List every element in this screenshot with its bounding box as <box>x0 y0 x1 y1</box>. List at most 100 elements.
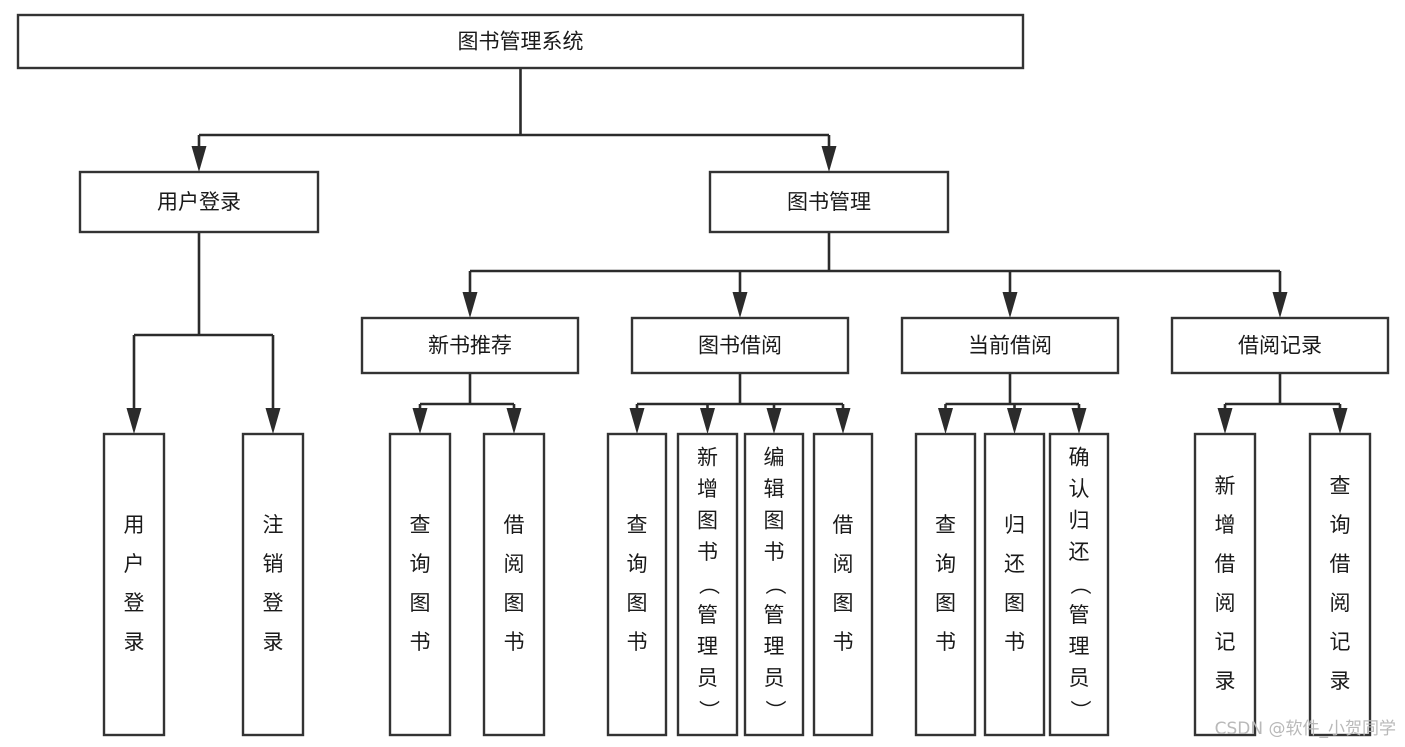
node-box[interactable] <box>1308 432 1372 737</box>
node-box[interactable] <box>102 432 166 737</box>
node-label-char: 查 <box>935 513 956 537</box>
connector-group-book-borrow <box>629 373 851 434</box>
node-book-manage[interactable]: 图书管理 <box>708 170 950 234</box>
connector-arrowhead <box>629 408 645 434</box>
node-label-char: 录 <box>263 630 284 654</box>
node-label-char: 图 <box>1004 591 1025 615</box>
node-label-char: 借 <box>833 513 854 537</box>
node-label-char: 录 <box>1330 669 1351 693</box>
node-root[interactable]: 图书管理系统 <box>16 13 1025 70</box>
node-box[interactable] <box>983 432 1046 737</box>
connector-arrowhead <box>732 292 748 318</box>
connector-arrowhead <box>265 408 281 434</box>
node-label-char: 记 <box>1215 630 1236 654</box>
node-box[interactable] <box>388 432 452 737</box>
node-box[interactable] <box>676 432 739 737</box>
node-label-char: 辑 <box>764 477 785 501</box>
connector-arrowhead <box>700 408 715 434</box>
watermark: CSDN @软件_小贺同学 <box>1215 719 1396 739</box>
node-label: 用户登录 <box>157 190 241 214</box>
node-label-char: 新 <box>1215 474 1236 498</box>
node-label-char: 员 <box>1069 666 1090 690</box>
connector-arrowhead <box>835 408 851 434</box>
node-label-char: 图 <box>697 509 718 533</box>
node-book-borrow[interactable]: 图书借阅 <box>630 316 850 375</box>
connector-arrowhead <box>1071 408 1087 434</box>
node-label-char: 图 <box>935 591 956 615</box>
node-label-char: 图 <box>833 591 854 615</box>
node-label-char: 管 <box>697 603 718 627</box>
node-box[interactable] <box>1170 316 1390 375</box>
node-label-char: 员 <box>764 666 785 690</box>
connector-group-user-login <box>126 232 281 434</box>
node-leaf-user-login[interactable]: 用户登录 <box>102 432 166 737</box>
node-label-char: 归 <box>1069 509 1090 533</box>
node-label-char: 登 <box>263 591 284 615</box>
node-current-borrow[interactable]: 当前借阅 <box>900 316 1120 375</box>
node-box[interactable] <box>1193 432 1257 737</box>
node-box[interactable] <box>78 170 320 234</box>
connector-arrowhead <box>462 292 478 318</box>
node-borrow-record[interactable]: 借阅记录 <box>1170 316 1390 375</box>
node-label-char: 销 <box>263 552 284 576</box>
node-box[interactable] <box>708 170 950 234</box>
connector-group-root <box>191 68 837 172</box>
node-label-char: 户 <box>124 552 145 576</box>
node-box[interactable] <box>743 432 805 737</box>
node-box[interactable] <box>1048 432 1110 737</box>
connector-group-current-borrow <box>938 373 1087 434</box>
node-box[interactable] <box>812 432 874 737</box>
node-user-login[interactable]: 用户登录 <box>78 170 320 234</box>
node-label-char: 书 <box>627 630 648 654</box>
connector-arrowhead <box>506 408 522 434</box>
connector-group-book-manage <box>462 232 1288 318</box>
node-label-char: （ <box>697 574 721 595</box>
node-box[interactable] <box>630 316 850 375</box>
node-label-char: 录 <box>1215 669 1236 693</box>
node-box[interactable] <box>241 432 305 737</box>
node-box[interactable] <box>914 432 977 737</box>
node-label-char: 用 <box>124 513 145 537</box>
node-box[interactable] <box>16 13 1025 70</box>
node-label-char: 书 <box>504 630 525 654</box>
node-label-char: 登 <box>124 591 145 615</box>
node-box[interactable] <box>482 432 546 737</box>
node-label-char: 还 <box>1069 540 1090 564</box>
node-box[interactable] <box>900 316 1120 375</box>
node-box[interactable] <box>360 316 580 375</box>
node-new-book-recommend[interactable]: 新书推荐 <box>360 316 580 375</box>
node-label-char: 借 <box>504 513 525 537</box>
node-label-char: 阅 <box>504 552 525 576</box>
node-label-char: ） <box>763 700 787 721</box>
node-label-char: 书 <box>697 540 718 564</box>
node-label: 用户登录 <box>124 513 145 654</box>
node-box[interactable] <box>606 432 668 737</box>
node-label: 图书借阅 <box>698 334 782 358</box>
node-label-char: 增 <box>697 477 718 501</box>
node-label-char: 查 <box>627 513 648 537</box>
connector-group-borrow-record <box>1217 373 1348 434</box>
node-label-char: 书 <box>410 630 431 654</box>
node-label-char: 新 <box>697 446 718 470</box>
connector-arrowhead <box>821 146 837 172</box>
node-label-char: （ <box>1068 574 1092 595</box>
connector-arrowhead <box>1332 408 1348 434</box>
